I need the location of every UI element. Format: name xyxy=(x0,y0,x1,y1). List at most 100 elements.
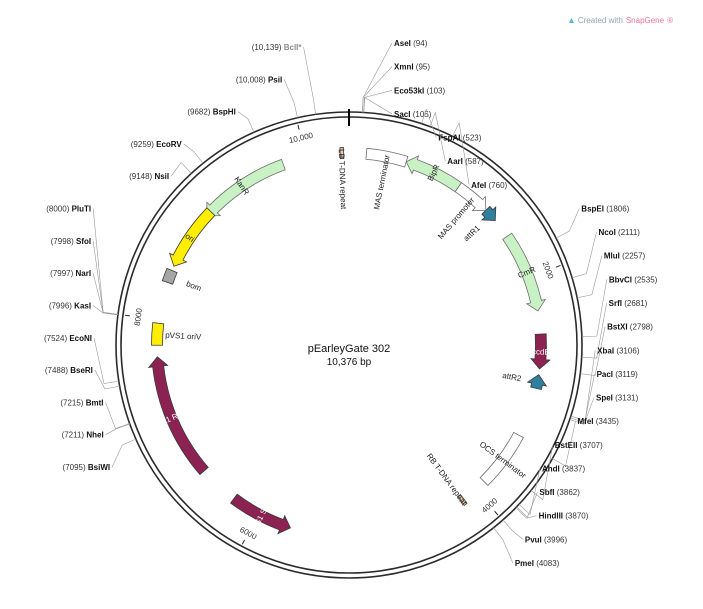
feature-mas-promoter xyxy=(454,182,487,212)
site-econi: (7524) EcoNI xyxy=(44,334,92,343)
site-name: SfoI xyxy=(76,237,91,246)
site-position: (10,139) xyxy=(252,43,282,52)
site-name: MfeI xyxy=(578,417,594,426)
site-leader xyxy=(577,255,603,299)
site-xbai: XbaI (3106) xyxy=(597,346,640,355)
site-leader xyxy=(570,350,596,422)
site-name: KasI xyxy=(74,301,91,310)
site-position: (7997) xyxy=(50,269,73,278)
site-nari: (7997) NarI xyxy=(50,269,91,278)
feature-label-lb-t-dna-repeat: LB T-DNA repeat xyxy=(337,149,348,210)
site-name: XbaI xyxy=(597,346,614,355)
credit-prefix: Created with xyxy=(577,16,623,25)
site-leader xyxy=(92,305,118,316)
site-position: (7211) xyxy=(62,431,85,440)
site-name: XmnI xyxy=(394,63,414,72)
feature-mas-terminator xyxy=(365,147,409,168)
site-leader xyxy=(363,89,393,113)
site-bseri: (7488) BseRI xyxy=(45,366,93,375)
site-leader xyxy=(362,66,393,113)
site-nsii: (9148) NsiI xyxy=(129,172,169,181)
tick-label: 10,000 xyxy=(288,131,314,145)
site-leader xyxy=(105,423,130,435)
site-position: (8000) xyxy=(46,205,69,214)
site-leader xyxy=(92,208,119,315)
site-position: (523) xyxy=(463,134,482,143)
feature-label-ccdb: ccdB xyxy=(532,347,550,357)
site-eco53ki: Eco53kI (103) xyxy=(394,86,445,95)
site-sfoi: (7998) SfoI xyxy=(51,237,91,246)
site-saci: SacI (105) xyxy=(394,110,432,119)
site-hindiii: HindIII (3870) xyxy=(539,512,589,521)
site-position: (3106) xyxy=(616,346,639,355)
tick-label: 4000 xyxy=(480,496,500,515)
feature-lb-t-dna-repeat xyxy=(339,147,345,160)
site-position: (760) xyxy=(489,181,508,190)
site-position: (3870) xyxy=(565,512,588,521)
site-name: BseRI xyxy=(70,366,93,375)
site-position: (2535) xyxy=(634,275,657,284)
tick-label: 8000 xyxy=(133,307,144,326)
site-leader xyxy=(515,507,537,519)
site-position: (3707) xyxy=(580,441,603,450)
site-name: BsiWI xyxy=(88,463,110,472)
site-fspai: FspAI (523) xyxy=(438,134,481,143)
feature-pvs1-staa xyxy=(230,493,291,535)
tick-mark xyxy=(555,264,561,268)
snapgene-logo-icon xyxy=(568,17,575,24)
site-position: (587) xyxy=(465,157,484,166)
site-mlui: MluI (2257) xyxy=(604,252,646,261)
site-leader xyxy=(363,96,393,115)
feature-label-bom: bom xyxy=(185,279,203,293)
site-ahdi: AhdI (3837) xyxy=(542,464,585,473)
site-bmti: (7215) BmtI xyxy=(60,398,103,407)
site-spei: SpeI (3131) xyxy=(596,394,639,403)
site-name: AhdI xyxy=(542,464,560,473)
site-position: (2798) xyxy=(630,323,653,332)
site-name: PluTI xyxy=(72,205,92,214)
site-position: (7996) xyxy=(49,301,72,310)
site-aari: AarI (587) xyxy=(447,157,484,166)
site-leader xyxy=(581,302,607,359)
feature-attr1 xyxy=(480,205,497,222)
site-name: NheI xyxy=(86,431,103,440)
site-bspei: BspEI (1806) xyxy=(581,204,629,213)
site-leader xyxy=(303,46,316,115)
site-name: NsiI xyxy=(154,172,169,181)
site-position: (7095) xyxy=(63,463,86,472)
credit-mark: ® xyxy=(667,16,673,25)
site-name: PvuI xyxy=(525,535,542,544)
site-name: PmeI xyxy=(515,559,534,568)
site-leader xyxy=(452,121,470,185)
site-name: SrfI xyxy=(609,299,622,308)
site-leader xyxy=(92,240,119,315)
site-name: SbfI xyxy=(539,488,554,497)
site-position: (95) xyxy=(416,63,431,72)
site-leader xyxy=(361,42,393,113)
site-position: (1806) xyxy=(606,204,629,213)
site-name: AseI xyxy=(394,39,411,48)
feature-label-attr1: attR1 xyxy=(462,223,483,243)
site-leader xyxy=(429,111,446,162)
feature-label-pvs1-oriv: pVS1 oriV xyxy=(165,331,202,342)
site-name: EcoNI xyxy=(69,334,92,343)
site-leader xyxy=(516,491,538,518)
site-pluti: (8000) PluTI xyxy=(46,205,91,214)
site-position: (3996) xyxy=(544,535,567,544)
site-position: (3862) xyxy=(557,488,580,497)
site-position: (7524) xyxy=(44,334,67,343)
site-name: NcoI xyxy=(598,228,615,237)
site-leader xyxy=(421,108,437,138)
site-position: (3131) xyxy=(615,394,638,403)
site-position: (4083) xyxy=(536,559,559,568)
site-name: PacI xyxy=(597,370,613,379)
feature-attr2 xyxy=(526,374,548,391)
site-leader xyxy=(170,161,192,177)
feature-ori xyxy=(168,207,216,267)
site-name: BbvCI xyxy=(609,275,632,284)
site-ncoi: NcoI (2111) xyxy=(598,228,640,237)
credit-brand: SnapGene xyxy=(625,16,665,25)
site-leader xyxy=(572,232,597,279)
site-leader xyxy=(555,208,580,239)
